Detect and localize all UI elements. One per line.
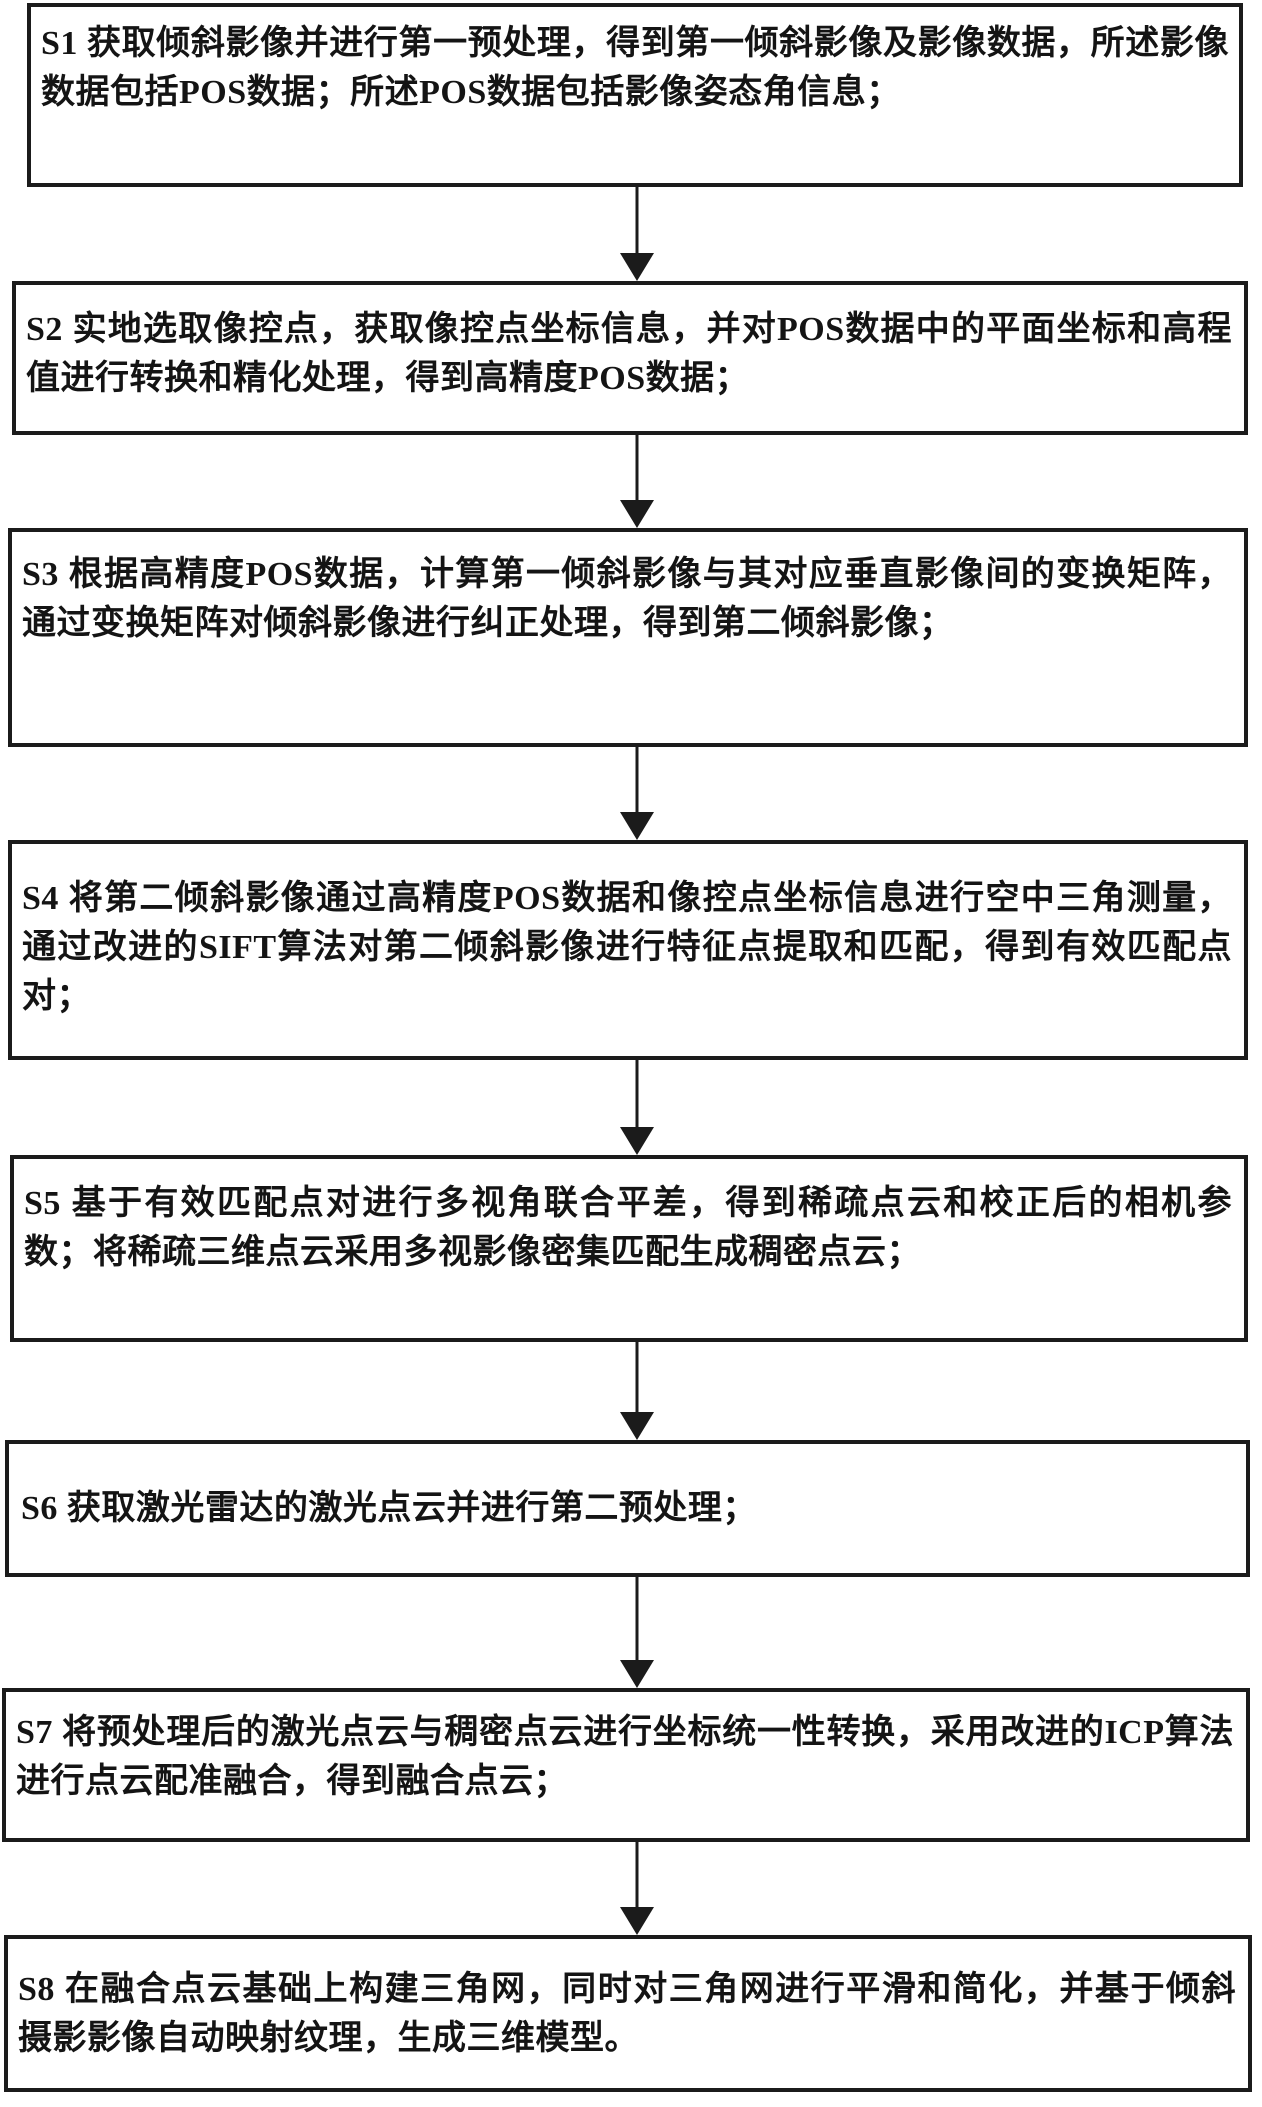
arrow-stem bbox=[635, 435, 639, 504]
step-text-s6: S6 获取激光雷达的激光点云并进行第二预处理； bbox=[21, 1490, 757, 1527]
arrow-head bbox=[620, 1660, 654, 1688]
step-text-s4: S4 将第二倾斜影像通过高精度POS数据和像控点坐标信息进行空中三角测量，通过改… bbox=[22, 880, 1232, 1015]
arrow-head bbox=[620, 500, 654, 528]
arrow-head bbox=[620, 1907, 654, 1935]
step-text-s3: S3 根据高精度POS数据，计算第一倾斜影像与其对应垂直影像间的变换矩阵，通过变… bbox=[22, 556, 1232, 642]
arrow-stem bbox=[635, 187, 639, 257]
step-text-s2: S2 实地选取像控点，获取像控点坐标信息，并对POS数据中的平面坐标和高程值进行… bbox=[26, 311, 1232, 397]
step-box-s1: S1 获取倾斜影像并进行第一预处理，得到第一倾斜影像及影像数据，所述影像数据包括… bbox=[27, 3, 1243, 187]
arrow-stem bbox=[635, 1342, 639, 1416]
arrow-stem bbox=[635, 1060, 639, 1131]
step-box-s2: S2 实地选取像控点，获取像控点坐标信息，并对POS数据中的平面坐标和高程值进行… bbox=[12, 281, 1248, 435]
arrow-stem bbox=[635, 747, 639, 816]
step-text-s8: S8 在融合点云基础上构建三角网，同时对三角网进行平滑和简化，并基于倾斜摄影影像… bbox=[18, 1971, 1236, 2057]
down-arrow-icon bbox=[617, 1577, 657, 1688]
step-box-s4: S4 将第二倾斜影像通过高精度POS数据和像控点坐标信息进行空中三角测量，通过改… bbox=[8, 840, 1248, 1060]
step-box-s3: S3 根据高精度POS数据，计算第一倾斜影像与其对应垂直影像间的变换矩阵，通过变… bbox=[8, 528, 1248, 747]
down-arrow-icon bbox=[617, 187, 657, 281]
arrow-head bbox=[620, 1127, 654, 1155]
step-box-s8: S8 在融合点云基础上构建三角网，同时对三角网进行平滑和简化，并基于倾斜摄影影像… bbox=[4, 1935, 1252, 2092]
arrow-stem bbox=[635, 1842, 639, 1911]
step-box-s5: S5 基于有效匹配点对进行多视角联合平差，得到稀疏点云和校正后的相机参数；将稀疏… bbox=[10, 1155, 1248, 1342]
step-box-s7: S7 将预处理后的激光点云与稠密点云进行坐标统一性转换，采用改进的ICP算法进行… bbox=[2, 1688, 1250, 1842]
down-arrow-icon bbox=[617, 747, 657, 840]
arrow-head bbox=[620, 812, 654, 840]
step-box-s6: S6 获取激光雷达的激光点云并进行第二预处理； bbox=[5, 1440, 1250, 1577]
down-arrow-icon bbox=[617, 1060, 657, 1155]
arrow-head bbox=[620, 253, 654, 281]
step-text-s7: S7 将预处理后的激光点云与稠密点云进行坐标统一性转换，采用改进的ICP算法进行… bbox=[16, 1714, 1234, 1800]
step-text-s5: S5 基于有效匹配点对进行多视角联合平差，得到稀疏点云和校正后的相机参数；将稀疏… bbox=[24, 1185, 1232, 1271]
down-arrow-icon bbox=[617, 1342, 657, 1440]
down-arrow-icon bbox=[617, 1842, 657, 1935]
step-text-s1: S1 获取倾斜影像并进行第一预处理，得到第一倾斜影像及影像数据，所述影像数据包括… bbox=[41, 25, 1229, 111]
arrow-head bbox=[620, 1412, 654, 1440]
down-arrow-icon bbox=[617, 435, 657, 528]
arrow-stem bbox=[635, 1577, 639, 1664]
